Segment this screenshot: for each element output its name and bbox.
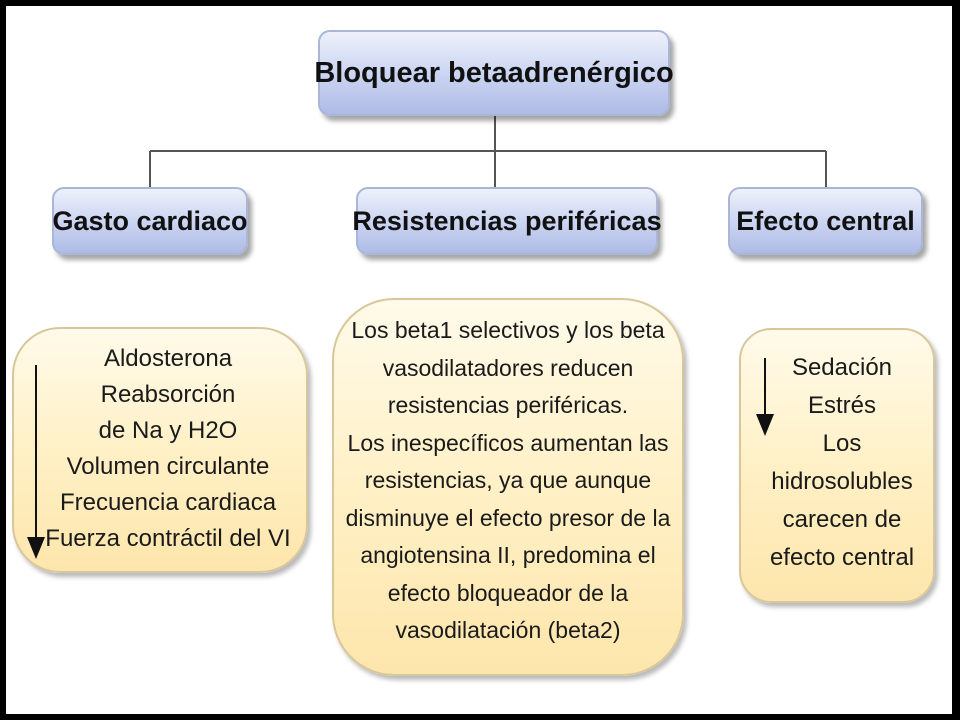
category-label-efecto-central: Efecto central [736,205,915,236]
category-node-efecto-central: Efecto central [728,187,923,255]
detail-line: hidrosolubles [771,468,913,495]
detail-line: Los [822,430,862,457]
detail-line: efecto bloqueador de la [387,579,629,606]
detail-line: resistencias, ya que aunque [364,467,652,493]
detail-line: angiotensina II, predomina el [360,542,656,568]
detail-line: Los beta1 selectivos y los beta [351,317,665,343]
detail-text-resistencias: Los beta1 selectivos y los beta vasodila… [334,312,682,650]
detail-line: Volumen circulante [66,453,270,480]
down-arrow-icon [27,365,45,559]
detail-text-gasto-cardiaco: Aldosterona Reabsorción de Na y H2O Volu… [14,341,306,557]
detail-line: Sedación [791,354,893,381]
root-node: Bloquear betaadrenérgico [314,30,674,116]
detail-line: resistencias periféricas. [387,392,629,418]
tree-connectors [149,116,827,187]
detail-line: Reabsorción [100,381,236,408]
root-node-label: Bloquear betaadrenérgico [314,56,674,89]
detail-line: Los inespecíficos aumentan las [347,429,669,456]
detail-line: vasodilatación (beta2) [395,617,621,643]
detail-line: efecto central [769,544,915,571]
category-node-resistencias: Resistencias periféricas [352,187,662,255]
detail-line: de Na y H2O [98,417,238,444]
detail-line: Estrés [807,392,876,419]
detail-box-efecto-central: Sedación Estrés Los hidrosolubles carece… [739,328,935,603]
category-node-gasto-cardiaco: Gasto cardiaco [52,187,248,255]
detail-text-efecto-central: Sedación Estrés Los hidrosolubles carece… [741,349,933,577]
category-label-resistencias: Resistencias periféricas [352,205,662,236]
detail-box-gasto-cardiaco: Aldosterona Reabsorción de Na y H2O Volu… [12,327,308,573]
down-arrow-icon [756,358,774,436]
detail-line: Fuerza contráctil del VI [45,525,291,552]
diagram-canvas: Bloquear betaadrenérgico Gasto cardiaco … [6,6,952,714]
detail-line: Aldosterona [103,345,233,372]
category-label-gasto-cardiaco: Gasto cardiaco [52,205,248,236]
detail-box-resistencias: Los beta1 selectivos y los beta vasodila… [332,298,684,676]
detail-line: Frecuencia cardiaca [59,489,277,516]
detail-line: disminuye el efecto presor de la [345,504,671,531]
detail-line: carecen de [782,506,902,533]
detail-line: vasodilatadores reducen [382,354,634,381]
